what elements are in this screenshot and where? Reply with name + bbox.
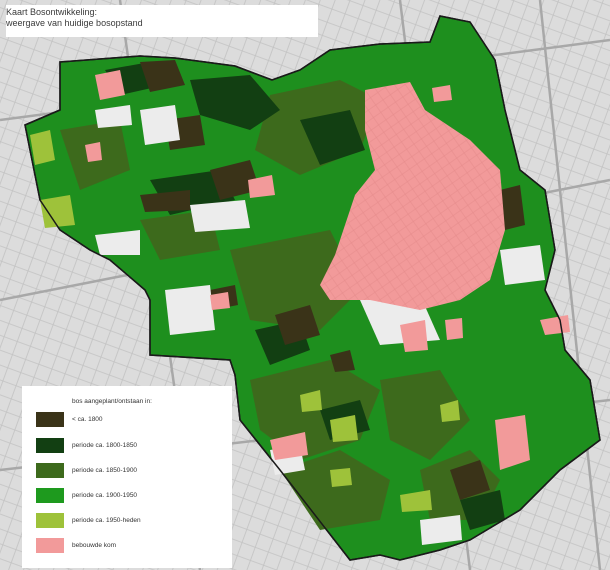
legend: bos aangeplant/ontstaan in: < ca. 1800 p… bbox=[22, 386, 232, 568]
legend-label: periode ca. 1850-1900 bbox=[72, 467, 138, 474]
legend-label: periode ca. 1900-1950 bbox=[72, 492, 138, 499]
legend-swatch bbox=[36, 463, 64, 478]
municipality-boundary bbox=[24, 15, 601, 561]
legend-item-1800-1850: periode ca. 1800-1850 bbox=[36, 438, 226, 456]
legend-item-1950-present: periode ca. 1950-heden bbox=[36, 513, 226, 531]
legend-label: periode ca. 1950-heden bbox=[72, 517, 141, 524]
legend-label: periode ca. 1800-1850 bbox=[72, 442, 138, 449]
built-up-areas bbox=[85, 70, 570, 470]
legend-item-1900-1950: periode ca. 1900-1950 bbox=[36, 488, 226, 506]
forest-1950-present-patches bbox=[30, 130, 460, 512]
legend-swatch bbox=[36, 513, 64, 528]
map-title-line-1: Kaart Bosontwikkeling: bbox=[6, 7, 98, 17]
map-title-line-2: weergave van huidige bosopstand bbox=[6, 18, 143, 28]
legend-label: < ca. 1800 bbox=[72, 416, 103, 423]
legend-heading: bos aangeplant/ontstaan in: bbox=[72, 398, 152, 405]
legend-swatch bbox=[36, 412, 64, 427]
map-title: Kaart Bosontwikkeling: weergave van huid… bbox=[6, 5, 318, 37]
legend-swatch bbox=[36, 438, 64, 453]
legend-swatch bbox=[36, 538, 64, 553]
legend-swatch bbox=[36, 488, 64, 503]
legend-item-1850-1900: periode ca. 1850-1900 bbox=[36, 463, 226, 481]
legend-label: bebouwde kom bbox=[72, 542, 117, 549]
legend-item-built-up: bebouwde kom bbox=[36, 538, 226, 556]
legend-item-pre-1800: < ca. 1800 bbox=[36, 412, 226, 430]
